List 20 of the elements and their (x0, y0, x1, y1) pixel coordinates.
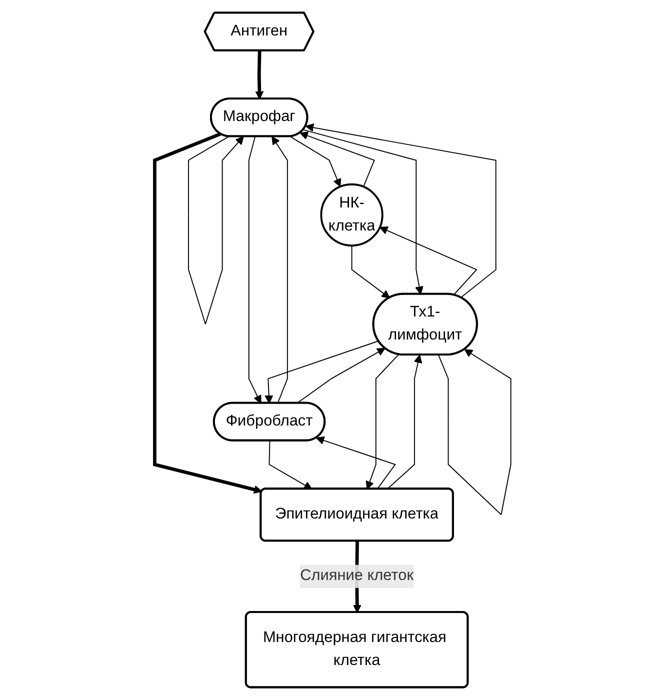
arrow (268, 440, 312, 490)
arrow (316, 436, 396, 490)
arrow (152, 132, 262, 494)
arrow (438, 349, 512, 516)
arrow (271, 136, 288, 404)
arrow (289, 136, 341, 188)
arrow (248, 136, 261, 404)
arrow (379, 226, 478, 296)
arrow (254, 50, 264, 100)
edge-label: Слияние клеток (300, 568, 414, 584)
arrow (296, 348, 386, 404)
arrow (386, 354, 422, 490)
arrow (264, 340, 379, 404)
arrow (305, 123, 496, 298)
node-circle: НК- клетка (320, 183, 384, 247)
arrow (302, 129, 424, 295)
arrow (351, 245, 390, 298)
arrow (365, 354, 399, 490)
arrow (299, 132, 375, 188)
arrow (188, 136, 244, 325)
